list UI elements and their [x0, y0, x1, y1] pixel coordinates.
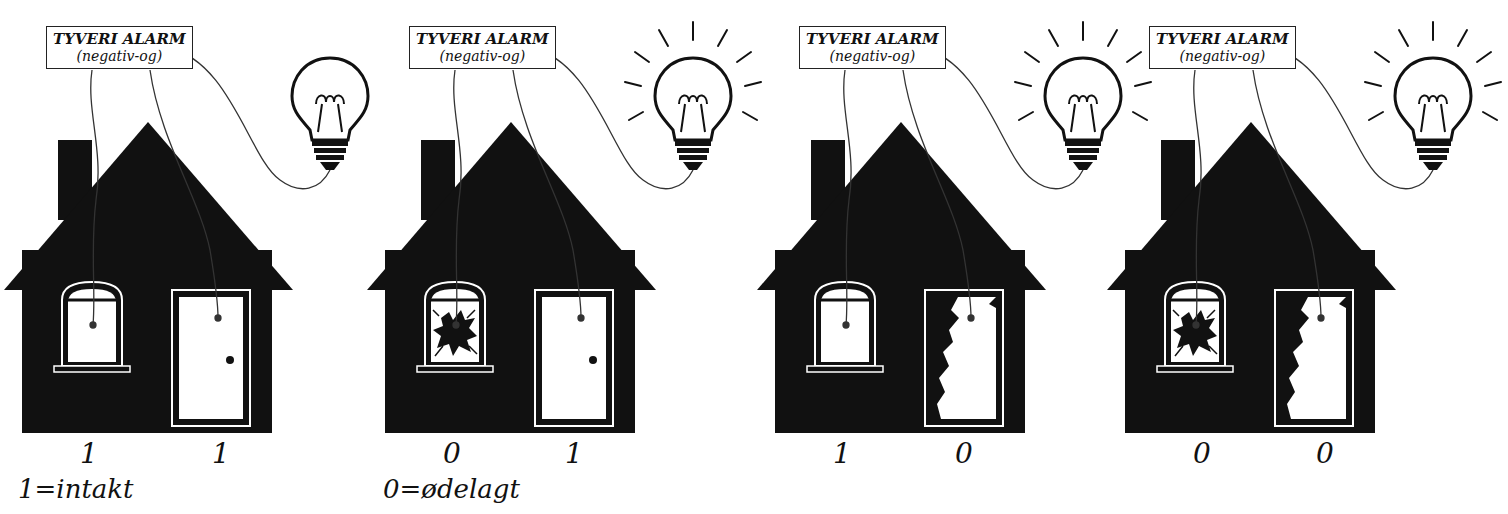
alarm-subtitle: (negativ-og) [1156, 48, 1289, 65]
alarm-title: TYVERI ALARM [53, 30, 186, 48]
alarm-title: TYVERI ALARM [806, 30, 939, 48]
house [757, 22, 1151, 433]
state-number: 0 [955, 440, 973, 468]
alarm-subtitle: (negativ-og) [806, 48, 939, 65]
legend-note: 0=ødelagt [383, 476, 520, 502]
alarm-box: TYVERI ALARM(negativ-og) [1149, 26, 1296, 69]
alarm-subtitle: (negativ-og) [53, 48, 186, 65]
alarm-title: TYVERI ALARM [1156, 30, 1289, 48]
alarm-box: TYVERI ALARM(negativ-og) [409, 26, 556, 69]
state-number: 1 [565, 440, 583, 468]
house [367, 22, 761, 433]
state-number: 0 [443, 440, 461, 468]
house [4, 48, 368, 433]
alarm-box: TYVERI ALARM(negativ-og) [799, 26, 946, 69]
state-number: 0 [1316, 440, 1334, 468]
state-number: 1 [212, 440, 230, 468]
alarm-box: TYVERI ALARM(negativ-og) [46, 26, 193, 69]
legend-note: 1=intakt [18, 476, 134, 502]
state-number: 1 [80, 440, 98, 468]
house [1107, 22, 1501, 433]
alarm-title: TYVERI ALARM [416, 30, 549, 48]
alarm-subtitle: (negativ-og) [416, 48, 549, 65]
state-number: 0 [1193, 440, 1211, 468]
state-number: 1 [833, 440, 851, 468]
